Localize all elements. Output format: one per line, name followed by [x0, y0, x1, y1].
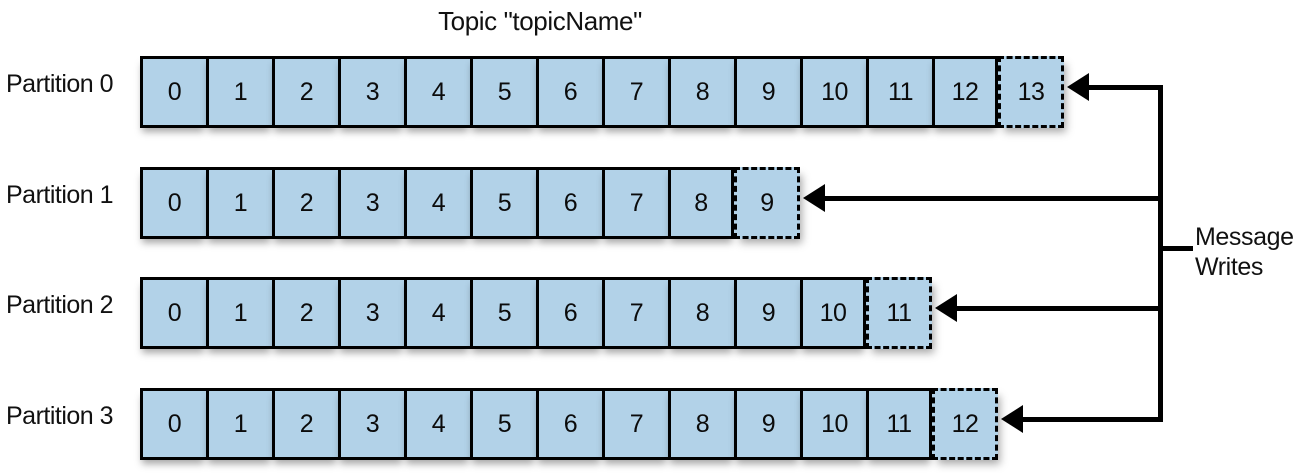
- message-cell: 2: [272, 167, 338, 239]
- message-cell: 11: [866, 388, 932, 460]
- message-cell: 8: [668, 56, 734, 128]
- write-arrow-head: [1067, 73, 1089, 101]
- message-cell: 7: [602, 56, 668, 128]
- message-cell: 3: [338, 388, 404, 460]
- page-title: Topic "topicName": [438, 6, 642, 36]
- message-cell: 2: [272, 277, 338, 349]
- message-cell: 3: [338, 167, 404, 239]
- pending-message-cell: 11: [866, 277, 932, 349]
- pending-message-cell: 13: [998, 56, 1064, 128]
- partition-label: Partition 1: [6, 181, 114, 209]
- message-cell: 0: [140, 388, 206, 460]
- partition-label: Partition 3: [6, 402, 114, 430]
- write-arrow-head: [803, 184, 825, 212]
- message-writes-trunk-line: [1158, 85, 1163, 422]
- pending-message-cell: 9: [734, 167, 800, 239]
- message-cell: 4: [404, 277, 470, 349]
- message-cell: 10: [800, 277, 866, 349]
- message-cell: 2: [272, 388, 338, 460]
- message-cell: 4: [404, 388, 470, 460]
- message-cell: 1: [206, 56, 272, 128]
- message-cell: 2: [272, 56, 338, 128]
- message-cell: 10: [800, 56, 866, 128]
- message-cell: 4: [404, 167, 470, 239]
- message-cell: 7: [602, 167, 668, 239]
- message-cell: 5: [470, 56, 536, 128]
- partition-label: Partition 0: [6, 70, 114, 98]
- message-cell: 9: [734, 388, 800, 460]
- write-arrow-line: [824, 196, 1163, 201]
- message-cell: 5: [470, 277, 536, 349]
- message-writes-stub-line: [1163, 246, 1193, 251]
- message-cell: 6: [536, 388, 602, 460]
- message-cell: 3: [338, 56, 404, 128]
- message-cell: 6: [536, 277, 602, 349]
- message-cell: 4: [404, 56, 470, 128]
- message-cell: 9: [734, 56, 800, 128]
- message-cell: 6: [536, 167, 602, 239]
- message-cell: 8: [668, 277, 734, 349]
- message-cell: 6: [536, 56, 602, 128]
- write-arrow-line: [956, 306, 1163, 311]
- message-writes-label-line2: Writes: [1195, 253, 1263, 281]
- message-cell: 11: [866, 56, 932, 128]
- message-cell: 10: [800, 388, 866, 460]
- message-cell: 12: [932, 56, 998, 128]
- message-cell: 5: [470, 167, 536, 239]
- message-cell: 1: [206, 277, 272, 349]
- message-writes-label-line1: Message: [1195, 223, 1294, 251]
- message-cell: 5: [470, 388, 536, 460]
- write-arrow-head: [1001, 405, 1023, 433]
- message-cell: 9: [734, 277, 800, 349]
- partition-label: Partition 2: [6, 291, 114, 319]
- write-arrow-line: [1022, 417, 1163, 422]
- write-arrow-head: [935, 294, 957, 322]
- message-cell: 3: [338, 277, 404, 349]
- message-cell: 0: [140, 167, 206, 239]
- message-cell: 0: [140, 56, 206, 128]
- message-cell: 1: [206, 388, 272, 460]
- message-cell: 1: [206, 167, 272, 239]
- message-cell: 8: [668, 167, 734, 239]
- message-cell: 7: [602, 388, 668, 460]
- pending-message-cell: 12: [932, 388, 998, 460]
- message-cell: 7: [602, 277, 668, 349]
- write-arrow-line: [1088, 85, 1163, 90]
- message-cell: 8: [668, 388, 734, 460]
- message-cell: 0: [140, 277, 206, 349]
